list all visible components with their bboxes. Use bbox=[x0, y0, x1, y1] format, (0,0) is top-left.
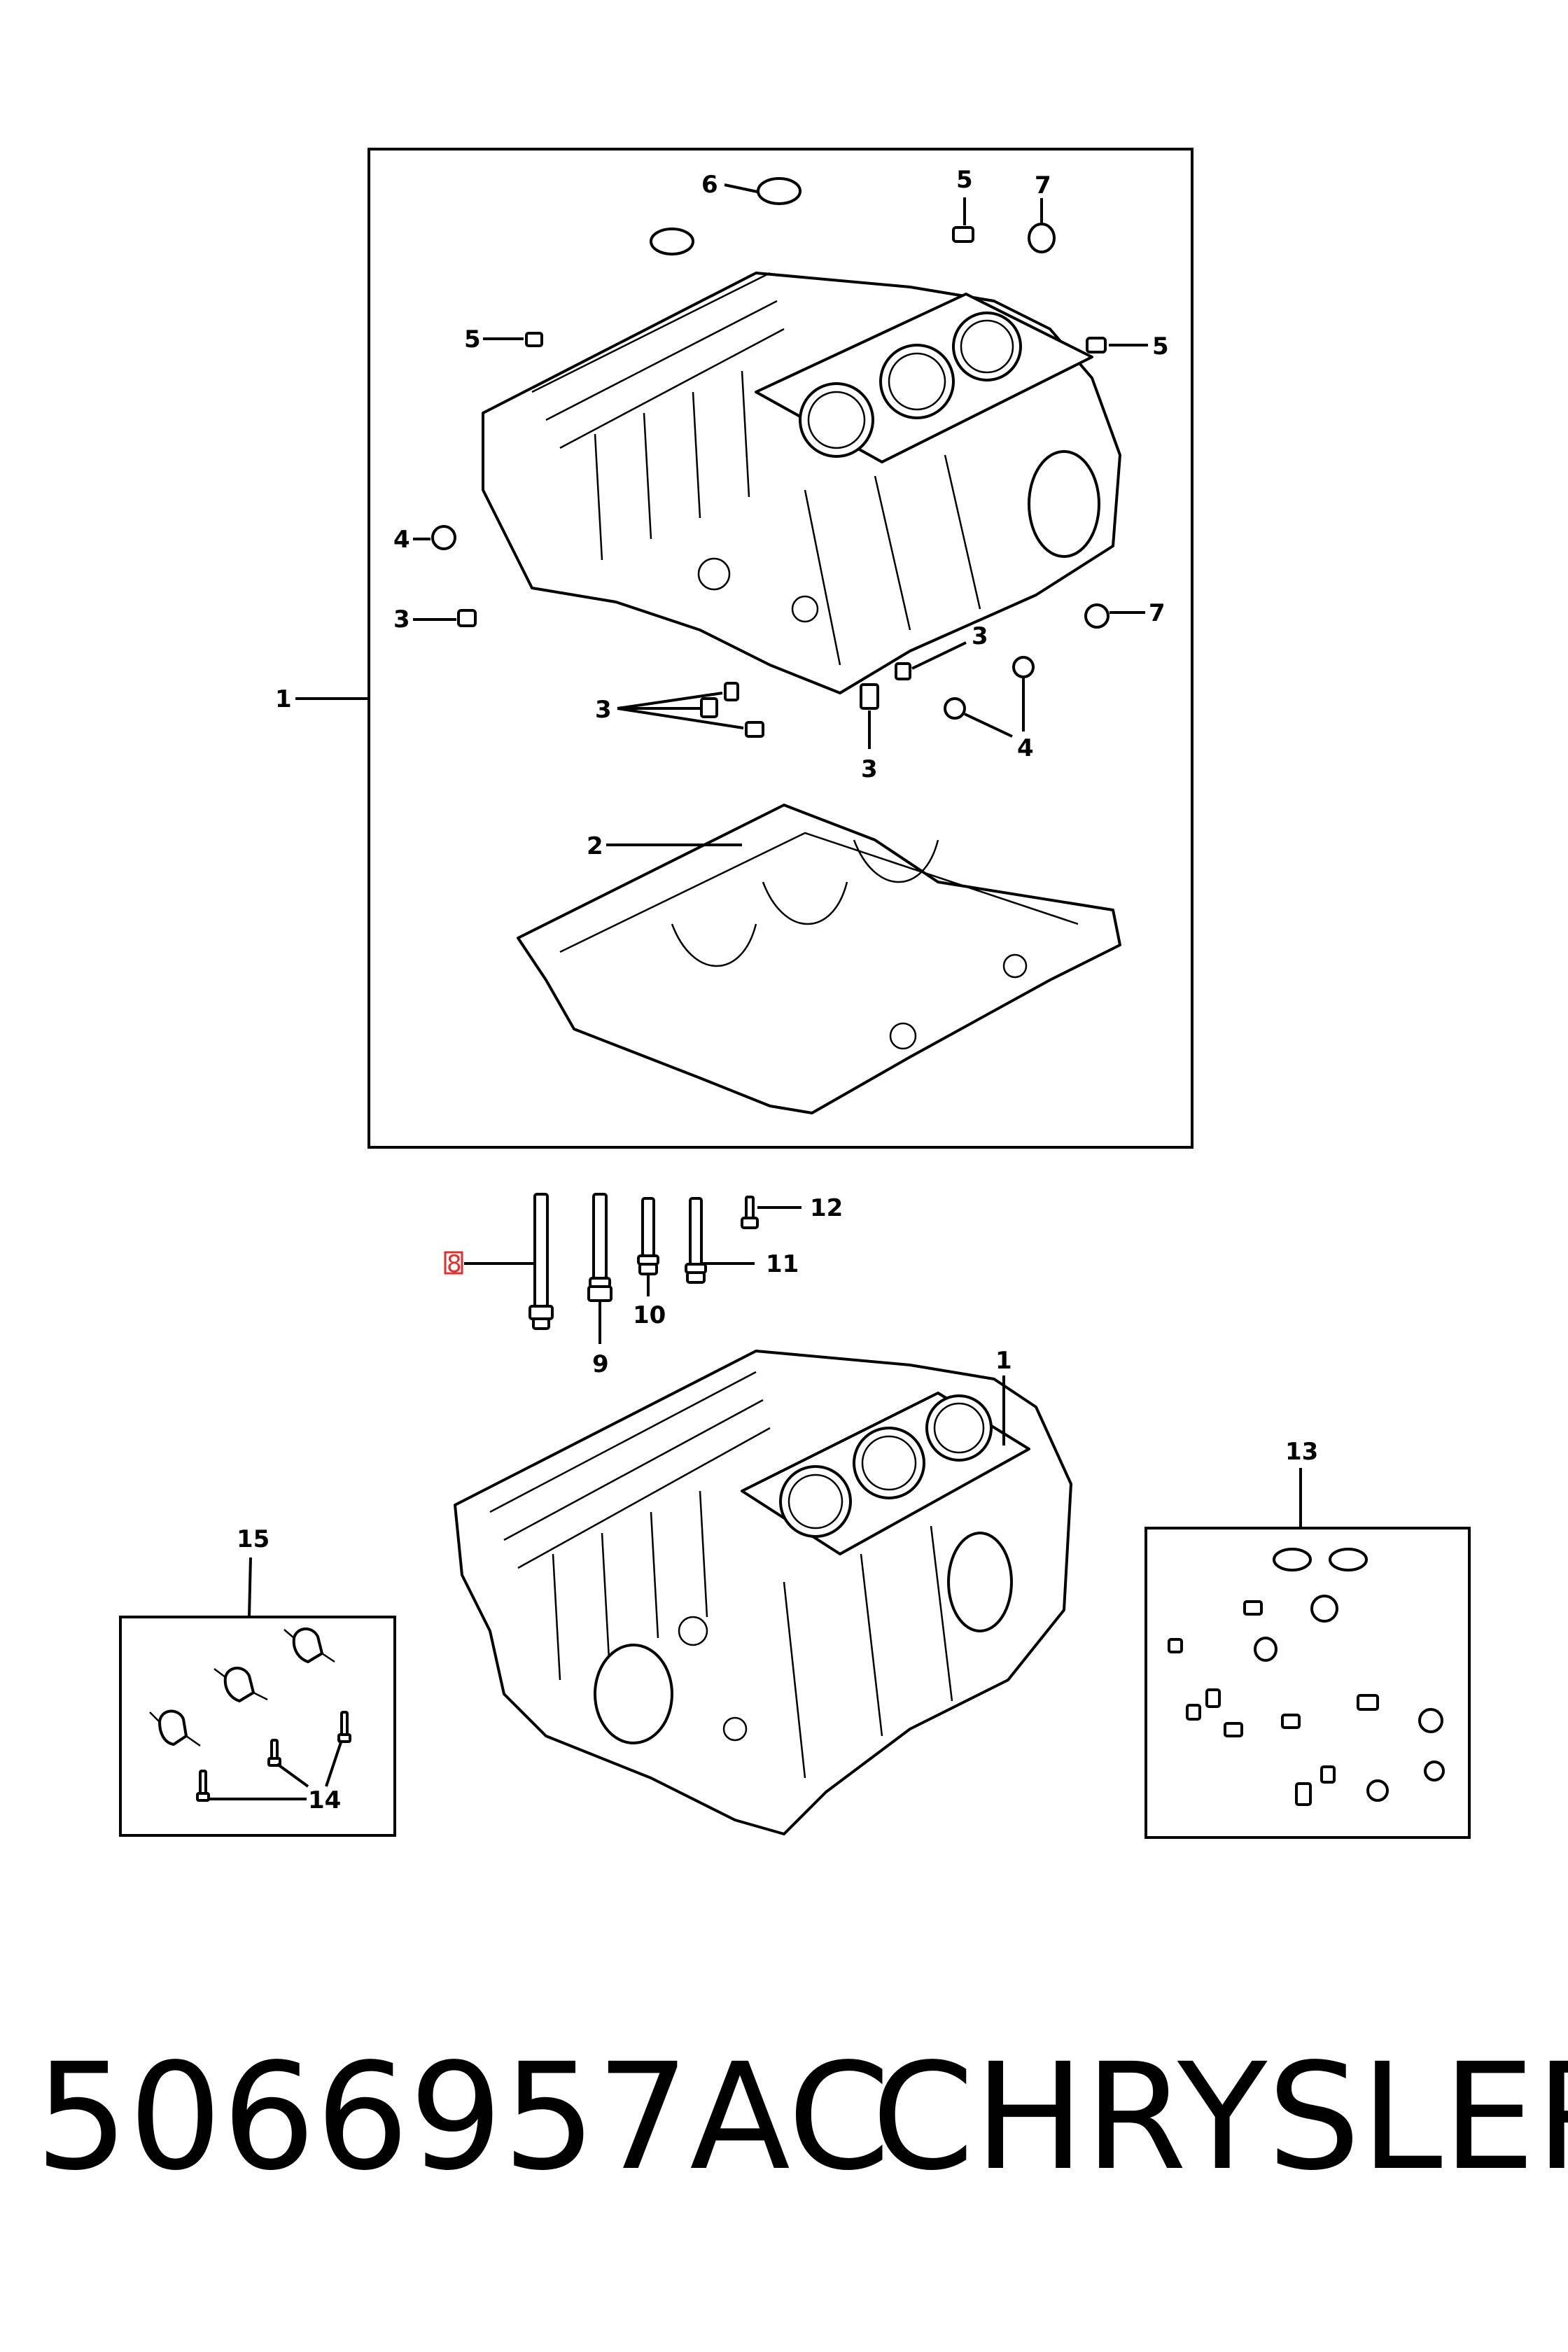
callout-3-group: 3 bbox=[595, 696, 612, 724]
brand-name: CHRYSLER bbox=[872, 2031, 1568, 2203]
callout-7-top: 7 bbox=[1035, 172, 1051, 200]
lower-engine-block-illustration bbox=[454, 1350, 1072, 1835]
callout-1-top: 1 bbox=[275, 685, 292, 713]
bolt-11 bbox=[685, 1197, 707, 1284]
leader-lines-14 bbox=[209, 1740, 343, 1800]
callout-3-right: 3 bbox=[972, 622, 988, 650]
kit-13-frame bbox=[1144, 1527, 1471, 1839]
dowel-3-group-a bbox=[724, 682, 739, 701]
part-number: 5066957AC bbox=[35, 2031, 890, 2203]
callout-8: 8 bbox=[447, 1250, 462, 1278]
plug-4-left bbox=[431, 525, 456, 550]
kit-15-brackets bbox=[149, 1628, 335, 1747]
callout-5-top: 5 bbox=[956, 166, 973, 194]
callout-4-left: 4 bbox=[393, 526, 410, 554]
bolt-12 bbox=[741, 1196, 759, 1229]
bolt-10 bbox=[637, 1197, 659, 1275]
dowel-3-group-b bbox=[700, 697, 718, 718]
plug-4-right-b bbox=[944, 697, 966, 720]
dowel-3-bottom bbox=[860, 683, 879, 710]
callout-7-right: 7 bbox=[1149, 599, 1166, 627]
bedplate-illustration bbox=[517, 804, 1121, 1114]
bolt-9 bbox=[587, 1193, 612, 1302]
callout-4-right: 4 bbox=[1017, 734, 1034, 762]
callout-11: 11 bbox=[766, 1250, 799, 1278]
plug-5-top bbox=[952, 226, 974, 243]
plug-7-right bbox=[1084, 603, 1110, 629]
callout-14: 14 bbox=[308, 1786, 341, 1814]
callout-8-highlight bbox=[444, 1251, 463, 1275]
kit-15-frame bbox=[119, 1616, 396, 1837]
callout-10: 10 bbox=[633, 1301, 666, 1329]
core-plug-6a bbox=[650, 227, 694, 255]
upper-engine-block-illustration bbox=[482, 272, 1121, 694]
kit-13-parts bbox=[1168, 1548, 1445, 1806]
callout-12: 12 bbox=[810, 1194, 843, 1222]
leader-lines-bolts bbox=[464, 1206, 802, 1344]
kit-15-bolts bbox=[196, 1711, 351, 1802]
callout-15: 15 bbox=[237, 1525, 270, 1553]
callout-6: 6 bbox=[701, 171, 718, 199]
callout-5-left: 5 bbox=[464, 326, 481, 354]
plug-5-right bbox=[1086, 337, 1107, 354]
core-plug-6b bbox=[757, 177, 802, 205]
engine-block-assembly-frame bbox=[368, 148, 1194, 1149]
bolt-8 bbox=[528, 1193, 554, 1330]
callout-9: 9 bbox=[592, 1350, 609, 1378]
leader-line-15 bbox=[248, 1557, 252, 1618]
plug-7-top bbox=[1028, 223, 1056, 253]
callout-13: 13 bbox=[1285, 1438, 1318, 1466]
plug-4-right-a bbox=[1012, 656, 1035, 678]
dowel-3-right bbox=[895, 662, 911, 680]
callout-3-left: 3 bbox=[393, 606, 410, 634]
callout-1-bottom: 1 bbox=[995, 1347, 1012, 1375]
callout-2: 2 bbox=[587, 832, 603, 860]
dowel-3-left bbox=[457, 609, 477, 627]
plug-5-left bbox=[525, 332, 543, 347]
leader-lines-top bbox=[295, 183, 1148, 846]
dowel-3-group-c bbox=[745, 721, 764, 738]
callout-3-bottom: 3 bbox=[861, 755, 878, 783]
callout-5-right: 5 bbox=[1152, 332, 1169, 360]
